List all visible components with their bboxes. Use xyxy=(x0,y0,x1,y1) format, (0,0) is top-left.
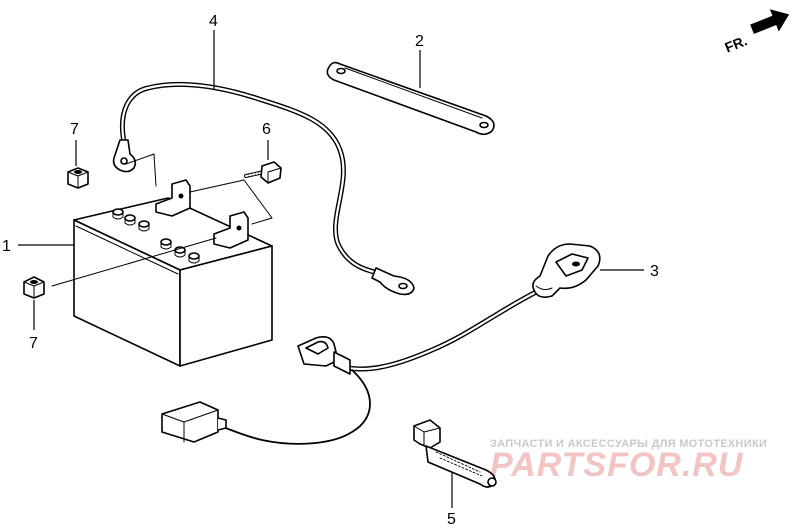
part-1-battery xyxy=(51,153,273,367)
watermark-tagline: ЗАПЧАСТИ И АКСЕССУАРЫ ДЛЯ МОТОТЕХНИКИ xyxy=(490,438,767,450)
watermark-brand: PARTSFOR.RU xyxy=(490,446,744,484)
part-2-battery-strap xyxy=(326,61,495,136)
front-label: FR. xyxy=(722,32,749,55)
part-5-cable-band xyxy=(413,419,497,488)
leader-lines xyxy=(18,30,644,508)
callout-2: 2 xyxy=(415,33,424,50)
callout-3: 3 xyxy=(650,263,659,280)
callout-5: 5 xyxy=(447,511,456,528)
callouts: 1 2 3 4 5 6 7 7 xyxy=(2,13,659,528)
callout-7-upper: 7 xyxy=(70,121,79,138)
callout-1: 1 xyxy=(2,238,11,255)
watermark: ЗАПЧАСТИ И АКСЕССУАРЫ ДЛЯ МОТОТЕХНИКИ PA… xyxy=(490,438,767,484)
part-3-starter-cable xyxy=(161,243,601,445)
part-7-nut-lower xyxy=(23,276,45,299)
part-4-battery-cable xyxy=(112,81,415,296)
part-7-nut-upper xyxy=(67,167,89,189)
callout-7-lower: 7 xyxy=(29,335,38,352)
callout-4: 4 xyxy=(209,13,218,30)
callout-6: 6 xyxy=(262,121,271,138)
front-direction-arrow: FR. xyxy=(722,9,790,56)
part-6-terminal-bolt xyxy=(244,161,282,184)
arrow-icon xyxy=(750,9,790,34)
